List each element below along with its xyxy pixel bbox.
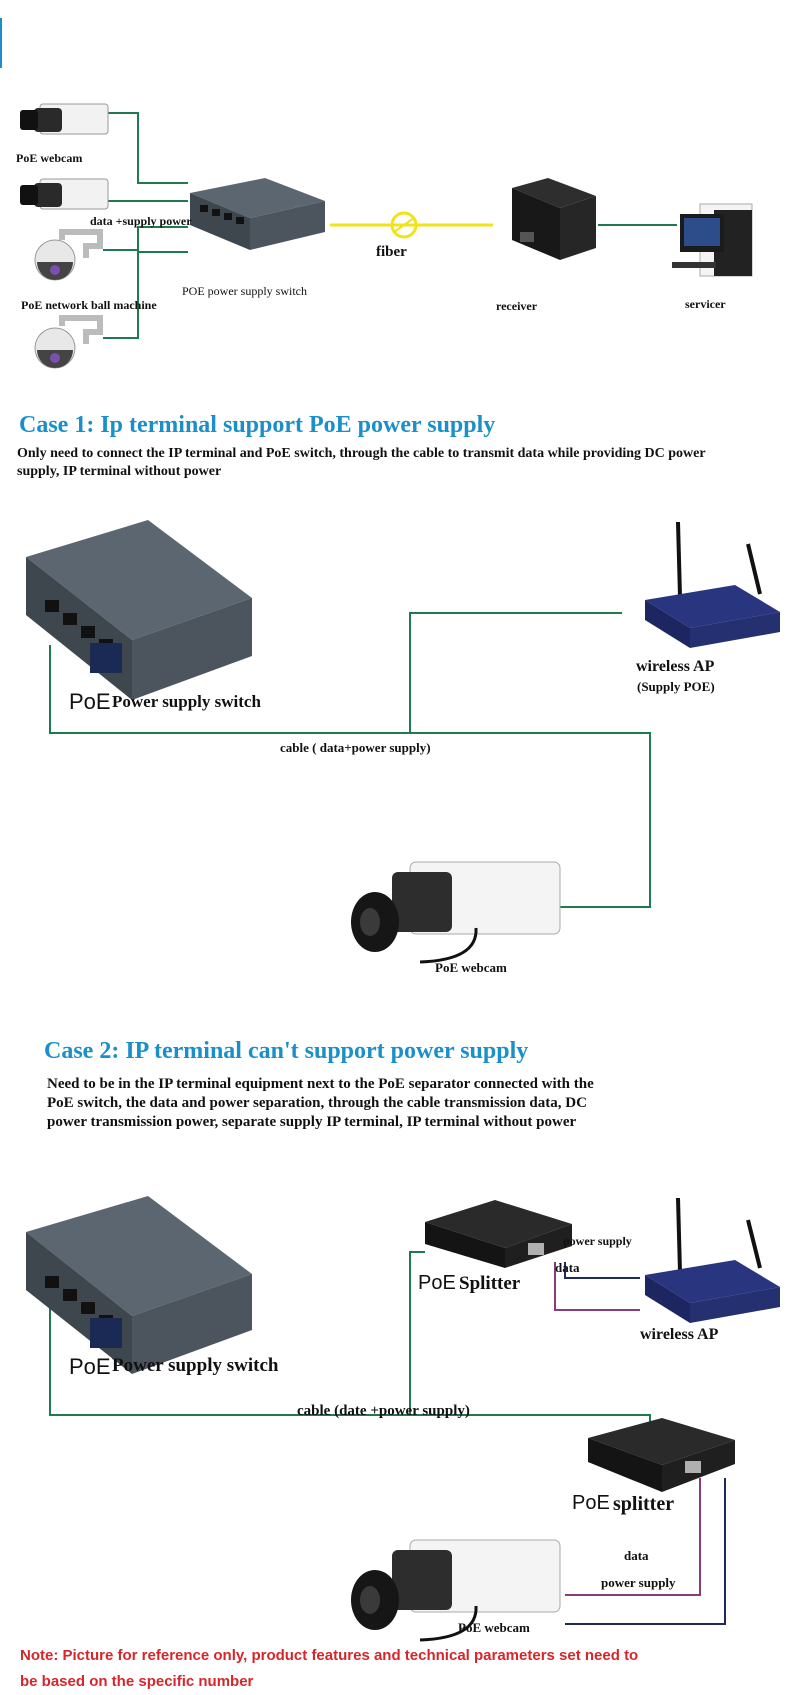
- label-fiber: fiber: [376, 244, 407, 260]
- dome-camera-icon: [34, 229, 103, 281]
- dome-camera-icon: [34, 315, 103, 369]
- label-servicer: servicer: [685, 297, 726, 311]
- box-camera-icon: [20, 178, 109, 210]
- case1-switch-icon: [26, 520, 252, 700]
- case2-splitter2-label: splitter: [613, 1493, 675, 1515]
- case1-webcam-label: PoE webcam: [435, 960, 507, 975]
- case2-splitter-poe-label: PoE: [418, 1272, 456, 1294]
- case2-cable-label: cable (date +power supply): [297, 1403, 470, 1419]
- case1-switch-label: Power supply switch: [112, 692, 261, 711]
- case2-data-label-2: data: [624, 1548, 649, 1563]
- case1-wireless-ap-icon: [645, 521, 780, 648]
- case2-wireless-ap-icon: [645, 1197, 780, 1323]
- case2-switch-poe-label: PoE: [69, 1354, 111, 1379]
- case2-ap-label: wireless AP: [640, 1326, 719, 1343]
- case1-description: Only need to connect the IP terminal and…: [17, 446, 706, 479]
- case2-splitter-icon: [425, 1200, 572, 1268]
- case2-splitter2-poe-label: PoE: [572, 1492, 610, 1514]
- label-receiver: receiver: [496, 299, 538, 313]
- case2-purple-lines: [554, 1262, 701, 1596]
- case2-webcam-label: PoE webcam: [458, 1620, 530, 1635]
- media-converter-icon: [512, 178, 596, 260]
- top-green-lines: [103, 112, 677, 339]
- case2-data-label-1: data: [555, 1260, 580, 1275]
- case2-power-supply-label-1: power supply: [563, 1234, 632, 1248]
- label-poe-webcam: PoE webcam: [16, 151, 83, 165]
- case1-cable-label: cable ( data+power supply): [280, 740, 431, 755]
- case1-ap-label: wireless AP: [636, 658, 715, 675]
- case2-splitter-label: Splitter: [459, 1273, 521, 1294]
- disclaimer-note: Note: Picture for reference only, produc…: [20, 1647, 639, 1690]
- case2-description: Need to be in the IP terminal equipment …: [47, 1076, 594, 1130]
- accent-bar: [0, 18, 2, 68]
- label-poe-ball-machine: PoE network ball machine: [21, 298, 157, 312]
- case1-switch-poe-label: PoE: [69, 689, 111, 714]
- case1-title: Case 1: Ip terminal support PoE power su…: [19, 412, 496, 438]
- poe-switch-icon: [190, 178, 325, 250]
- case2-title: Case 2: IP terminal can't support power …: [44, 1038, 529, 1064]
- case2-splitter2-icon: [588, 1418, 735, 1492]
- fiber-coil-icon: [390, 211, 418, 239]
- case2-webcam-icon: [351, 1539, 561, 1642]
- case1-ap-sub-label: (Supply POE): [637, 679, 715, 694]
- case2-navy-lines: [564, 1262, 726, 1625]
- case1-green-lines: [49, 612, 651, 908]
- box-camera-icon: [20, 103, 109, 135]
- label-poe-switch: POE power supply switch: [182, 284, 307, 298]
- label-data-supply-power: data +supply power: [90, 214, 192, 228]
- case2-switch-icon: [26, 1196, 252, 1374]
- case1-webcam-icon: [351, 861, 561, 964]
- case2-switch-label: Power supply switch: [112, 1355, 279, 1376]
- case2-power-supply-label-2: power supply: [601, 1575, 676, 1590]
- server-computer-icon: [672, 203, 753, 277]
